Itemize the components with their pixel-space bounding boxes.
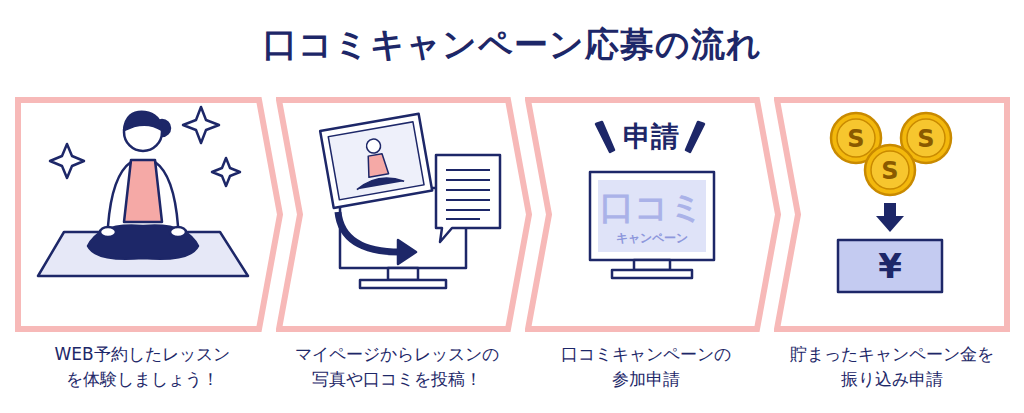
diagram-title: 口コミキャンペーン応募の流れ	[0, 22, 1024, 68]
chevron-shape	[528, 100, 778, 329]
apply-text: 申請	[623, 123, 679, 151]
yoga-illustration	[38, 107, 248, 276]
step-caption: WEB予約したレッスン を体験しましょう！	[15, 342, 269, 391]
coin-letter: S	[881, 159, 898, 183]
step-caption: 貯まったキャンペーン金を 振り込み申請	[774, 342, 1010, 391]
yen-symbol: ¥	[878, 249, 902, 283]
chevron-shape	[279, 100, 529, 329]
step-caption: 口コミキャンペーンの 参加申請	[525, 342, 767, 391]
coin-letter: S	[917, 127, 934, 151]
post-illustration	[320, 114, 500, 288]
step-caption: マイページからレッスンの 写真や口コミを投稿！	[276, 342, 518, 391]
step-panel: マイページからレッスンの 写真や口コミを投稿！	[276, 97, 532, 407]
chevron-shape	[18, 100, 280, 329]
apply-illustration	[590, 122, 714, 278]
screen-title: 口コミ	[600, 190, 704, 224]
chevron-shape	[777, 100, 1007, 329]
step-panel: WEB予約したレッスン を体験しましょう！	[15, 97, 283, 407]
screen-subtitle: キャンペーン	[616, 232, 688, 244]
money-illustration	[831, 113, 951, 292]
coin-letter: S	[847, 127, 864, 151]
